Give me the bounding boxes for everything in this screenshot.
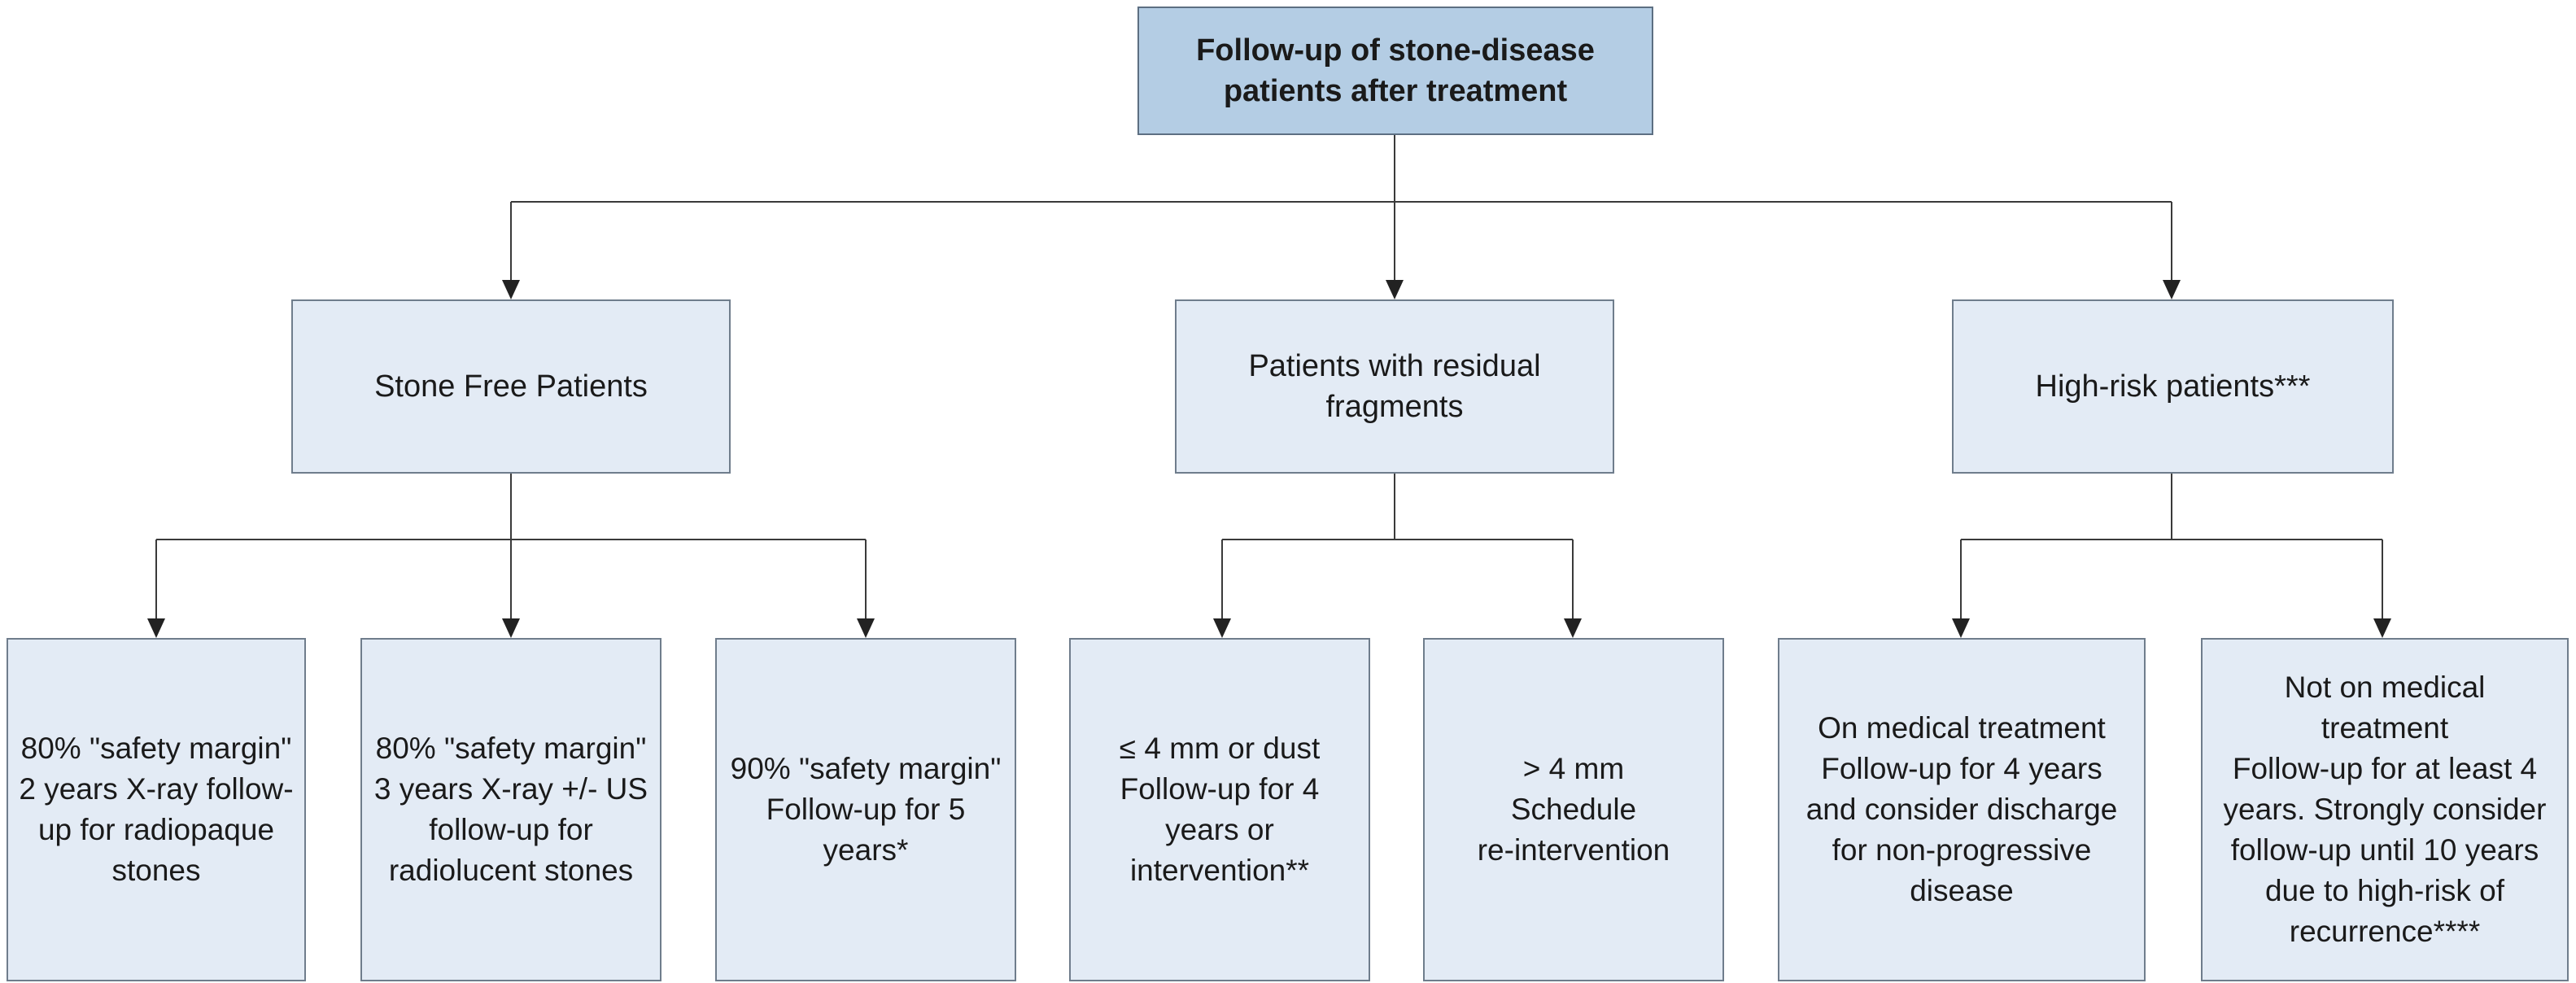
arrowhead-icon <box>2373 618 2391 638</box>
radiolucent-followup-label: 80% "safety margin" 3 years X-ray +/- US… <box>373 732 648 887</box>
radiopaque-followup-node: 80% "safety margin" 2 years X-ray follow… <box>7 638 306 981</box>
small-fragments-node: ≤ 4 mm or dust Follow-up for 4 years or … <box>1069 638 1370 981</box>
arrowhead-icon <box>857 618 875 638</box>
arrowhead-icon <box>1952 618 1970 638</box>
arrowhead-icon <box>1213 618 1231 638</box>
large-fragments-node: > 4 mm Schedule re-intervention <box>1423 638 1724 981</box>
root-node-label: Follow-up of stone-disease patients afte… <box>1196 33 1595 108</box>
five-year-followup-label: 90% "safety margin" Follow-up for 5 year… <box>730 752 1002 867</box>
arrowhead-icon <box>1564 618 1582 638</box>
radiopaque-followup-label: 80% "safety margin" 2 years X-ray follow… <box>19 732 294 887</box>
residual-fragments-label: Patients with residual fragments <box>1248 349 1541 424</box>
large-fragments-label: > 4 mm Schedule re-intervention <box>1477 752 1670 867</box>
on-medical-treatment-label: On medical treatment Follow-up for 4 yea… <box>1805 711 2118 907</box>
small-fragments-label: ≤ 4 mm or dust Follow-up for 4 years or … <box>1119 732 1321 887</box>
not-on-medical-treatment-label: Not on medical treatment Follow-up for a… <box>2223 671 2547 948</box>
stone-free-patients-label: Stone Free Patients <box>374 369 648 404</box>
arrowhead-icon <box>1386 280 1404 299</box>
arrowhead-icon <box>2163 280 2181 299</box>
residual-fragments-node: Patients with residual fragments <box>1175 299 1614 474</box>
stone-free-patients-node: Stone Free Patients <box>291 299 731 474</box>
on-medical-treatment-node: On medical treatment Follow-up for 4 yea… <box>1778 638 2146 981</box>
arrowhead-icon <box>147 618 165 638</box>
not-on-medical-treatment-node: Not on medical treatment Follow-up for a… <box>2201 638 2569 981</box>
radiolucent-followup-node: 80% "safety margin" 3 years X-ray +/- US… <box>360 638 661 981</box>
high-risk-patients-label: High-risk patients*** <box>2035 369 2311 404</box>
high-risk-patients-node: High-risk patients*** <box>1952 299 2394 474</box>
arrowhead-icon <box>502 618 520 638</box>
root-node: Follow-up of stone-disease patients afte… <box>1137 7 1653 135</box>
arrowhead-icon <box>502 280 520 299</box>
five-year-followup-node: 90% "safety margin" Follow-up for 5 year… <box>715 638 1016 981</box>
